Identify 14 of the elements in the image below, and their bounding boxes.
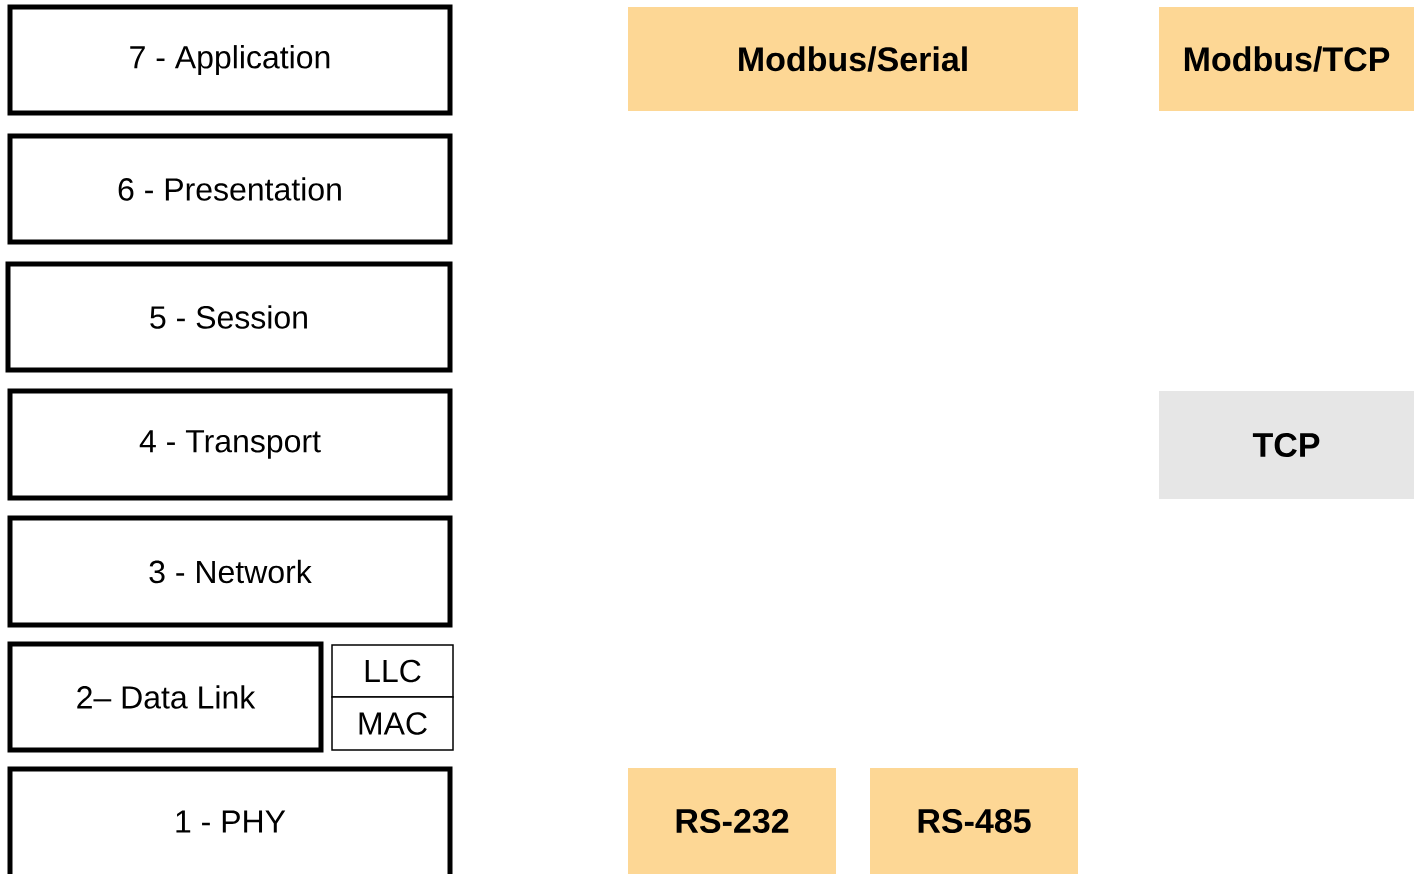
protocol-box: Modbus/TCP [1159,7,1414,111]
layer-box: 3 - Network [7,515,453,628]
protocol-box: Modbus/Serial [628,7,1078,111]
sublayer-box: LLC [331,644,454,698]
layer-box: 1 - PHY [7,766,453,874]
layer-box: 5 - Session [5,261,453,373]
layer-box: 7 - Application [7,4,453,116]
layer-box: 4 - Transport [7,388,453,501]
sublayer-box: MAC [331,696,454,751]
protocol-box: RS-485 [870,768,1078,874]
layer-box: 6 - Presentation [7,133,453,245]
layer-box: 2– Data Link [7,641,324,753]
protocol-box: RS-232 [628,768,836,874]
protocol-box: TCP [1159,391,1414,499]
